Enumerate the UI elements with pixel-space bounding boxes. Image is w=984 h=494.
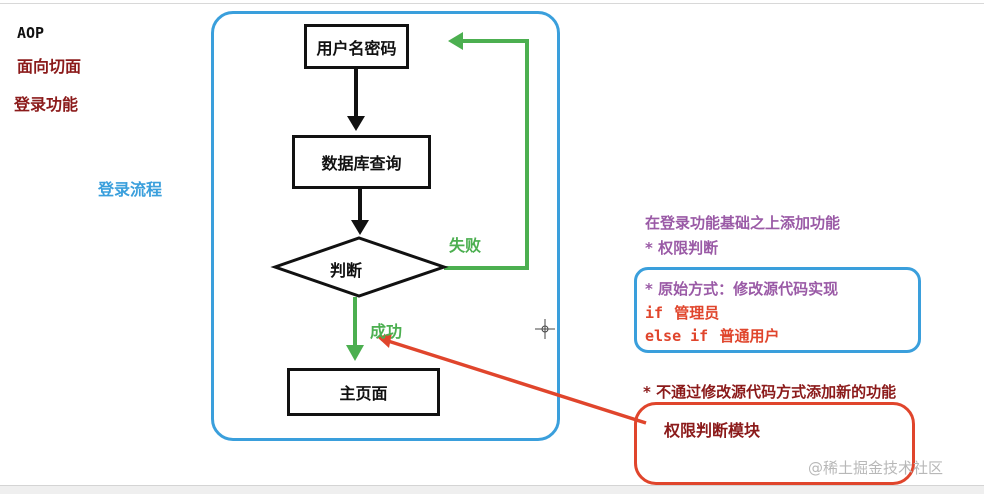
add-feature-note: 在登录功能基础之上添加功能 [645,214,841,232]
home-label: 主页面 [339,384,388,403]
arrow-fail-loop [444,32,529,270]
else-if-user-line: else if 普通用户 [645,325,779,346]
permission-module-box [634,402,915,485]
permission-module-label: 权限判断模块 [664,421,761,440]
arrow-db-to-judge [351,189,369,235]
if-keyword: if [645,304,664,322]
if-admin-line: if 管理员 [645,302,719,323]
arrow-module-to-success [377,333,647,425]
aop-label: AOP [17,24,45,42]
watermark: @稀土掘金技术社区 [808,459,944,477]
original-way-box [634,267,921,353]
original-way-note: * 原始方式：修改源代码实现 [645,280,839,298]
judge-label: 判断 [330,261,363,280]
login-flow-label: 登录流程 [98,180,163,199]
bottom-bar [0,485,984,494]
user-text: 普通用户 [719,327,780,345]
box-username-password: 用户名密码 [304,24,409,69]
username-password-label: 用户名密码 [316,38,397,58]
aspect-label: 面向切面 [17,57,82,76]
success-label: 成功 [370,322,403,341]
permission-note: * 权限判断 [645,239,719,257]
fail-label: 失败 [449,236,482,255]
arrow-username-to-db [347,69,365,131]
admin-text: 管理员 [674,304,720,322]
box-db-query: 数据库查询 [292,135,431,189]
crosshair-cursor-icon [535,319,555,339]
arrow-success [346,297,364,361]
else-if-keyword: else if [645,327,709,345]
box-home: 主页面 [287,368,440,416]
judge-diamond [270,236,449,298]
no-modify-note: * 不通过修改源代码方式添加新的功能 [643,383,897,401]
login-flow-frame [211,11,560,441]
top-divider [0,3,984,4]
db-query-label: 数据库查询 [321,154,402,173]
login-feature-label: 登录功能 [14,95,79,114]
